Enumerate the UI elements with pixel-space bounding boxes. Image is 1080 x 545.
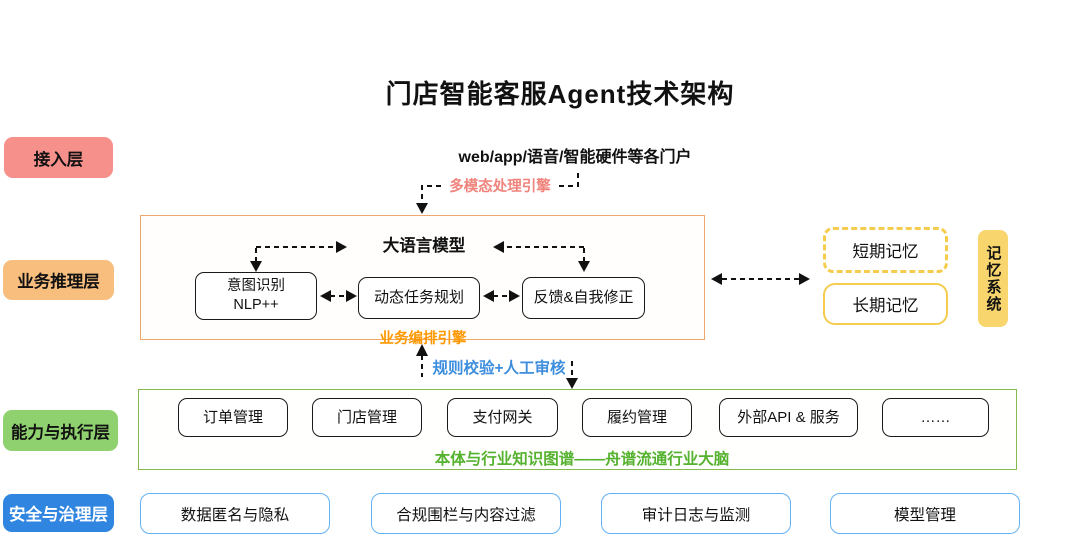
layer-label-reasoning: 业务推理层	[3, 260, 114, 300]
orchestration-engine-label: 业务编排引擎	[379, 331, 467, 347]
rule-check-review-label: 规则校验+人工审核	[432, 360, 566, 377]
intent-node-line2: NLP++	[233, 297, 279, 313]
module-order-management: 订单管理	[178, 398, 288, 437]
module-fulfillment-management: 履约管理	[582, 398, 692, 437]
module-data-anonymity-privacy: 数据匿名与隐私	[140, 493, 330, 534]
llm-node: 大语言模型	[382, 236, 466, 255]
intent-node-line1: 意图识别	[227, 278, 285, 295]
module-store-management: 门店管理	[312, 398, 422, 437]
layer-label-governance: 安全与治理层	[3, 494, 114, 532]
arrow-reasoning-memory	[711, 273, 810, 285]
module-audit-log-monitoring: 审计日志与监测	[601, 493, 791, 534]
feedback-correction-node: 反馈&自我修正	[522, 277, 645, 319]
multimodal-engine-label: 多模态处理引擎	[449, 179, 551, 195]
task-planning-node: 动态任务规划	[358, 277, 480, 319]
module-compliance-guardrail-filter: 合规围栏与内容过滤	[371, 493, 561, 534]
layer-label-access: 接入层	[4, 137, 113, 178]
page-title: 门店智能客服Agent技术架构	[385, 78, 735, 109]
module-model-management: 模型管理	[830, 493, 1020, 534]
module-ellipsis: ……	[882, 398, 989, 437]
long-term-memory-node: 长期记忆	[823, 283, 948, 325]
layer-label-execution: 能力与执行层	[3, 410, 118, 451]
memory-system-label: 记忆系统	[978, 230, 1008, 327]
knowledge-graph-label: 本体与行业知识图谱——舟谱流通行业大脑	[434, 451, 730, 468]
short-term-memory-node: 短期记忆	[823, 227, 948, 273]
intent-recognition-node: 意图识别 NLP++	[195, 272, 317, 320]
module-payment-gateway: 支付网关	[447, 398, 558, 437]
access-portals-label: web/app/语音/智能硬件等各门户	[458, 149, 692, 166]
module-external-api-services: 外部API & 服务	[719, 398, 858, 437]
